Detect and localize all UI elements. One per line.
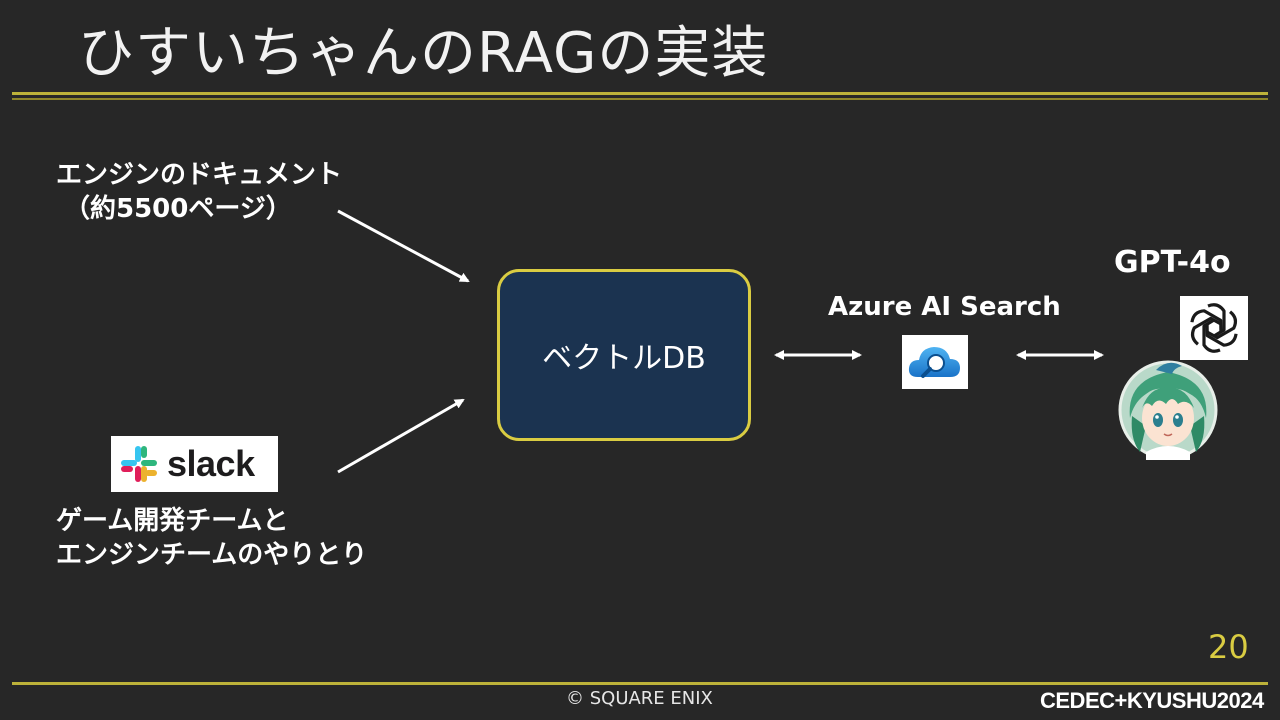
copyright-text: © SQUARE ENIX: [566, 688, 713, 709]
arrow-slack-to-db: [337, 398, 465, 474]
doc-source-label: エンジンのドキュメント （約5500ページ）: [56, 158, 342, 226]
hisui-chan-avatar: [1116, 356, 1220, 460]
openai-icon: [1180, 296, 1248, 360]
slack-source-line1: ゲーム開発チームと: [56, 506, 289, 536]
event-logo: CEDEC+KYUSHU2024: [1040, 688, 1264, 713]
title-rule: [12, 92, 1268, 95]
azure-search-icon: [902, 335, 968, 389]
slack-source-line2: エンジンチームのやりとり: [56, 540, 368, 570]
doc-source-line1: エンジンのドキュメント: [56, 160, 343, 190]
slack-source-label: ゲーム開発チームと エンジンチームのやりとり: [56, 504, 367, 572]
slack-wordmark: slack: [167, 443, 255, 484]
model-label: GPT-4o: [1114, 245, 1231, 280]
vector-db-node: ベクトルDB: [497, 269, 751, 441]
slack-logo: slack: [111, 436, 278, 492]
doc-source-line2: （約5500ページ）: [64, 194, 292, 224]
page-number: 20: [1208, 628, 1249, 666]
slide-title: ひすいちゃんのRAGの実装: [78, 21, 769, 86]
search-label: Azure AI Search: [828, 292, 1061, 322]
vector-db-label: ベクトルDB: [542, 341, 706, 376]
title-rule-secondary: [12, 98, 1268, 100]
arrow-docs-to-db: [337, 209, 470, 283]
slack-logo-icon: [121, 446, 157, 482]
footer-rule: [12, 682, 1268, 685]
